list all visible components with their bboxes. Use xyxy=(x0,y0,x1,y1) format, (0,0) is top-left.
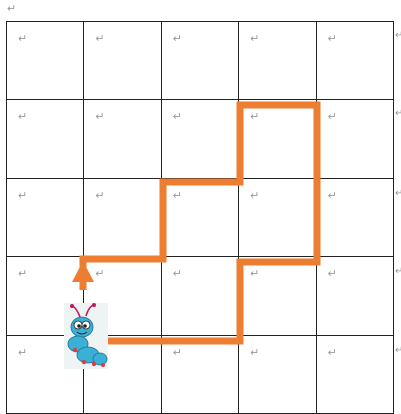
caterpillar-icon xyxy=(64,303,108,369)
orange-path xyxy=(83,105,317,341)
up-arrow-icon xyxy=(72,261,94,282)
